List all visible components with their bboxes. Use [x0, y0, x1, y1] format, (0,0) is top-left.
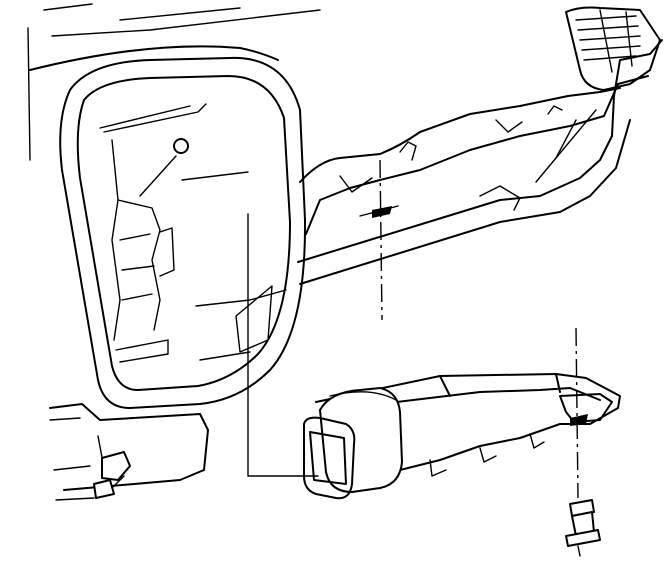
glove-box-panel — [297, 39, 663, 285]
air-vent-outlet — [565, 6, 661, 91]
duct-outlet-end — [319, 387, 403, 493]
fastener-clip — [565, 499, 601, 557]
mounting-hole — [570, 414, 588, 426]
steering-column-support-bracket — [49, 403, 209, 501]
bolt-icon — [173, 138, 189, 154]
dash-top-edges — [27, 3, 321, 161]
instrument-cluster-opening — [59, 56, 307, 409]
lower-duct-assembly — [303, 373, 621, 500]
leader-lines — [247, 159, 579, 499]
